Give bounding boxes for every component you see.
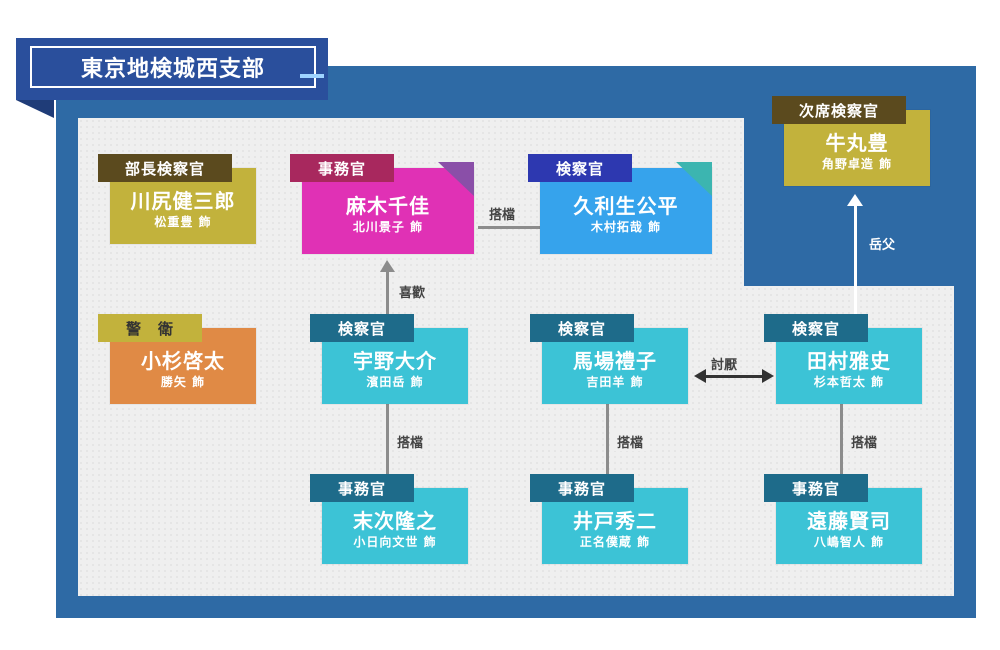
- corner-fold-kuryu: [676, 162, 712, 196]
- card-name: 遠藤賢司: [807, 509, 891, 533]
- relation-label-asagi-kuryu: 搭檔: [486, 204, 519, 223]
- card-name: 久利生公平: [573, 194, 679, 218]
- arrow-head-uno-asagi: [380, 260, 395, 272]
- card-name: 牛丸豊: [825, 131, 889, 155]
- card-actor: 松重豊 飾: [154, 215, 212, 229]
- corner-fold-asagi: [438, 162, 474, 196]
- card-actor: 木村拓哉 飾: [590, 220, 662, 234]
- card-actor: 正名僕蔵 飾: [579, 535, 651, 549]
- role-tab-tamura: 検察官: [764, 314, 868, 342]
- card-kuryu: 久利生公平木村拓哉 飾: [540, 168, 712, 254]
- link-uno-asagi: [386, 272, 389, 316]
- title-banner-fold: [16, 100, 54, 118]
- role-tab-uno: 検察官: [310, 314, 414, 342]
- role-tab-baba: 検察官: [530, 314, 634, 342]
- role-tab-endo: 事務官: [764, 474, 868, 502]
- card-actor: 角野卓造 飾: [821, 157, 893, 171]
- relation-label-tamura-endo: 搭檔: [848, 432, 881, 451]
- relation-label-uno-suetsugu: 搭檔: [394, 432, 427, 451]
- relation-label-uno-asagi: 喜歡: [396, 282, 429, 301]
- card-actor: 小日向文世 飾: [353, 535, 437, 549]
- role-tab-asagi: 事務官: [290, 154, 394, 182]
- relation-label-tamura-jiseki: 岳父: [869, 238, 896, 253]
- relation-label-baba-tamura: 討厭: [711, 358, 738, 373]
- link-uno-suetsugu: [386, 404, 389, 484]
- card-actor: 八嶋智人 飾: [813, 535, 885, 549]
- role-tab-bucho: 部長検察官: [98, 154, 232, 182]
- arrow-head-baba: [694, 369, 706, 383]
- card-actor: 杉本哲太 飾: [813, 375, 885, 389]
- role-tab-keiei: 警 衛: [98, 314, 202, 342]
- arrow-head-jiseki: [847, 194, 863, 206]
- link-asagi-kuryu: [478, 226, 540, 229]
- card-name: 川尻健三郎: [130, 189, 236, 213]
- card-actor: 吉田羊 飾: [586, 375, 644, 389]
- link-tamura-endo: [840, 404, 843, 484]
- card-name: 宇野大介: [353, 349, 437, 373]
- card-name: 末次隆之: [353, 509, 437, 533]
- role-tab-ido: 事務官: [530, 474, 634, 502]
- role-tab-jiseki: 次席検察官: [772, 96, 906, 124]
- title-decoration: [300, 74, 324, 78]
- role-tab-suetsugu: 事務官: [310, 474, 414, 502]
- link-baba-tamura: [700, 375, 768, 378]
- title-banner: [16, 38, 328, 100]
- card-name: 馬場禮子: [573, 349, 657, 373]
- card-ido: 井戸秀二正名僕蔵 飾: [542, 488, 688, 564]
- card-name: 小杉啓太: [141, 349, 225, 373]
- link-tamura-jiseki: [854, 204, 857, 316]
- card-actor: 勝矢 飾: [160, 375, 206, 389]
- role-tab-kuryu: 検察官: [528, 154, 632, 182]
- arrow-head-tamura: [762, 369, 774, 383]
- relation-label-baba-ido: 搭檔: [614, 432, 647, 451]
- card-name: 田村雅史: [807, 349, 891, 373]
- link-baba-ido: [606, 404, 609, 484]
- card-name: 麻木千佳: [346, 194, 430, 218]
- card-actor: 濱田岳 飾: [366, 375, 424, 389]
- card-name: 井戸秀二: [573, 509, 657, 533]
- card-actor: 北川景子 飾: [352, 220, 424, 234]
- page-title: 東京地検城西支部: [30, 46, 316, 88]
